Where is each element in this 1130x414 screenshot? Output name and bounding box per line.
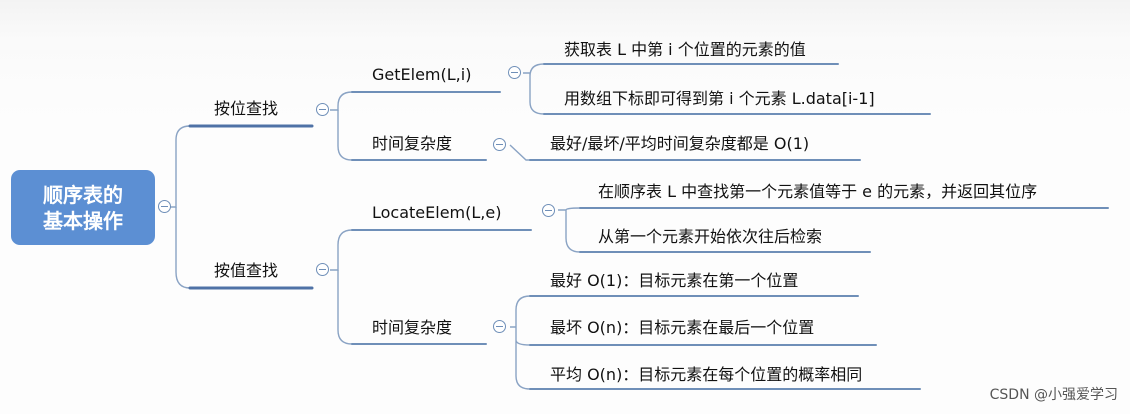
connector-root-value (175, 207, 191, 289)
leaf-value-complexity-3: 平均 O(n)：目标元素在每个位置的概率相同 (550, 365, 863, 384)
collapse-icon-getelem[interactable] (508, 66, 521, 79)
leaf-value-complexity-1: 最好 O(1)：目标元素在第一个位置 (550, 271, 799, 290)
connector-locate-leaves (558, 207, 581, 253)
leaf-value-complexity-2: 最坏 O(n)：目标元素在最后一个位置 (550, 318, 815, 337)
leaf-locateelem-2: 从第一个元素开始依次往后检索 (598, 227, 823, 246)
root-title-line2: 基本操作 (43, 208, 123, 233)
connector-value-complexity (337, 270, 353, 345)
root-node[interactable]: 顺序表的 基本操作 (11, 170, 155, 245)
connector-poscomplexity-leaf (509, 144, 530, 161)
leaf-position-complexity-1: 最好/最坏/平均时间复杂度都是 O(1) (550, 134, 810, 153)
collapse-icon-root[interactable] (158, 200, 171, 213)
collapse-icon-by-value[interactable] (316, 263, 329, 276)
node-locateelem[interactable]: LocateElem(L,e) (372, 203, 502, 222)
node-value-complexity[interactable]: 时间复杂度 (372, 318, 453, 337)
collapse-icon-value-complexity[interactable] (493, 320, 506, 333)
collapse-icon-locateelem[interactable] (542, 204, 555, 217)
connector-getelem-leaves (523, 63, 545, 115)
connector-root-position (170, 125, 191, 208)
collapse-icon-by-position[interactable] (316, 103, 329, 116)
leaf-getelem-2: 用数组下标即可得到第 i 个元素 L.data[i-1] (564, 89, 875, 108)
connector-position-complexity (337, 110, 353, 161)
node-by-position[interactable]: 按位查找 (214, 99, 279, 118)
watermark: CSDN @小强爱学习 (989, 387, 1118, 403)
leaf-locateelem-1: 在顺序表 L 中查找第一个元素值等于 e 的元素，并返回其位序 (598, 182, 1038, 201)
connector-value-locate (330, 229, 353, 271)
leaf-getelem-1: 获取表 L 中第 i 个位置的元素的值 (564, 40, 806, 59)
node-getelem[interactable]: GetElem(L,i) (372, 65, 472, 84)
node-by-value[interactable]: 按值查找 (214, 261, 279, 280)
node-position-complexity[interactable]: 时间复杂度 (372, 134, 453, 153)
root-title-line1: 顺序表的 (43, 182, 123, 207)
connector-valcomplexity-leaves (510, 295, 531, 390)
collapse-icon-position-complexity[interactable] (493, 138, 506, 151)
connector-position-getelem (330, 91, 353, 111)
